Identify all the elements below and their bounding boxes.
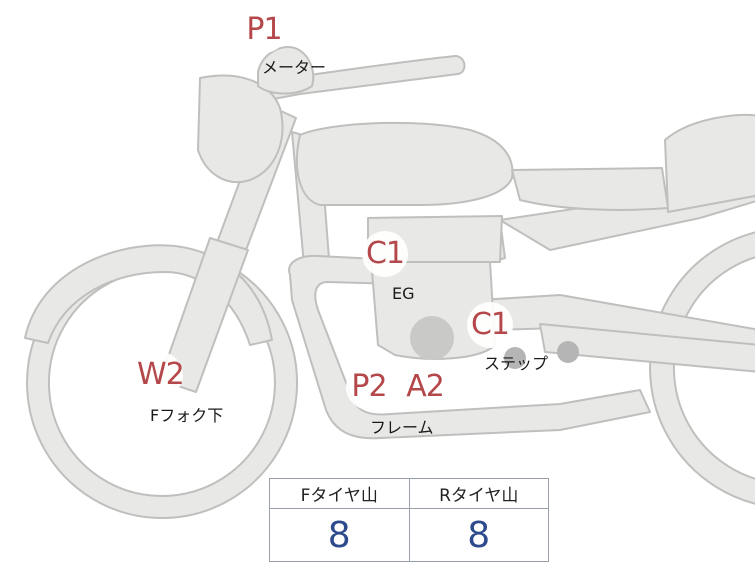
swingarm: [539, 323, 755, 373]
value-front-tire: 8: [269, 508, 410, 562]
spot-step-left: [504, 347, 526, 369]
value-rear-tire: 8: [408, 508, 549, 562]
grade-frame-p: P2: [346, 364, 392, 410]
grade-engine: C1: [362, 231, 408, 277]
fork-lower: [159, 237, 249, 393]
label-step: ステップ: [484, 354, 549, 373]
rear-wheel: [649, 231, 755, 505]
grade-step: C1: [467, 302, 513, 348]
tire-tread-table: Fタイヤ山 Rタイヤ山 8 8: [269, 478, 549, 562]
seat: [511, 167, 669, 211]
grade-frame-a: A2: [402, 364, 448, 410]
fuel-tank: [296, 121, 514, 206]
headlight: [197, 74, 284, 183]
label-front-fork: Fフォク下: [150, 406, 224, 425]
header-rear-tire: Rタイヤ山: [408, 478, 549, 509]
seat-rear: [664, 113, 755, 213]
meter-gauge: [257, 46, 315, 95]
label-meter: メーター: [262, 58, 327, 77]
label-frame: フレーム: [370, 418, 434, 437]
header-front-tire: Fタイヤ山: [269, 478, 410, 509]
grade-meter: P1: [241, 7, 287, 53]
grade-front-fork: W2: [137, 352, 185, 398]
spot-step-right: [557, 341, 579, 363]
spot-engine: [410, 316, 454, 360]
label-engine: EG: [392, 284, 415, 303]
